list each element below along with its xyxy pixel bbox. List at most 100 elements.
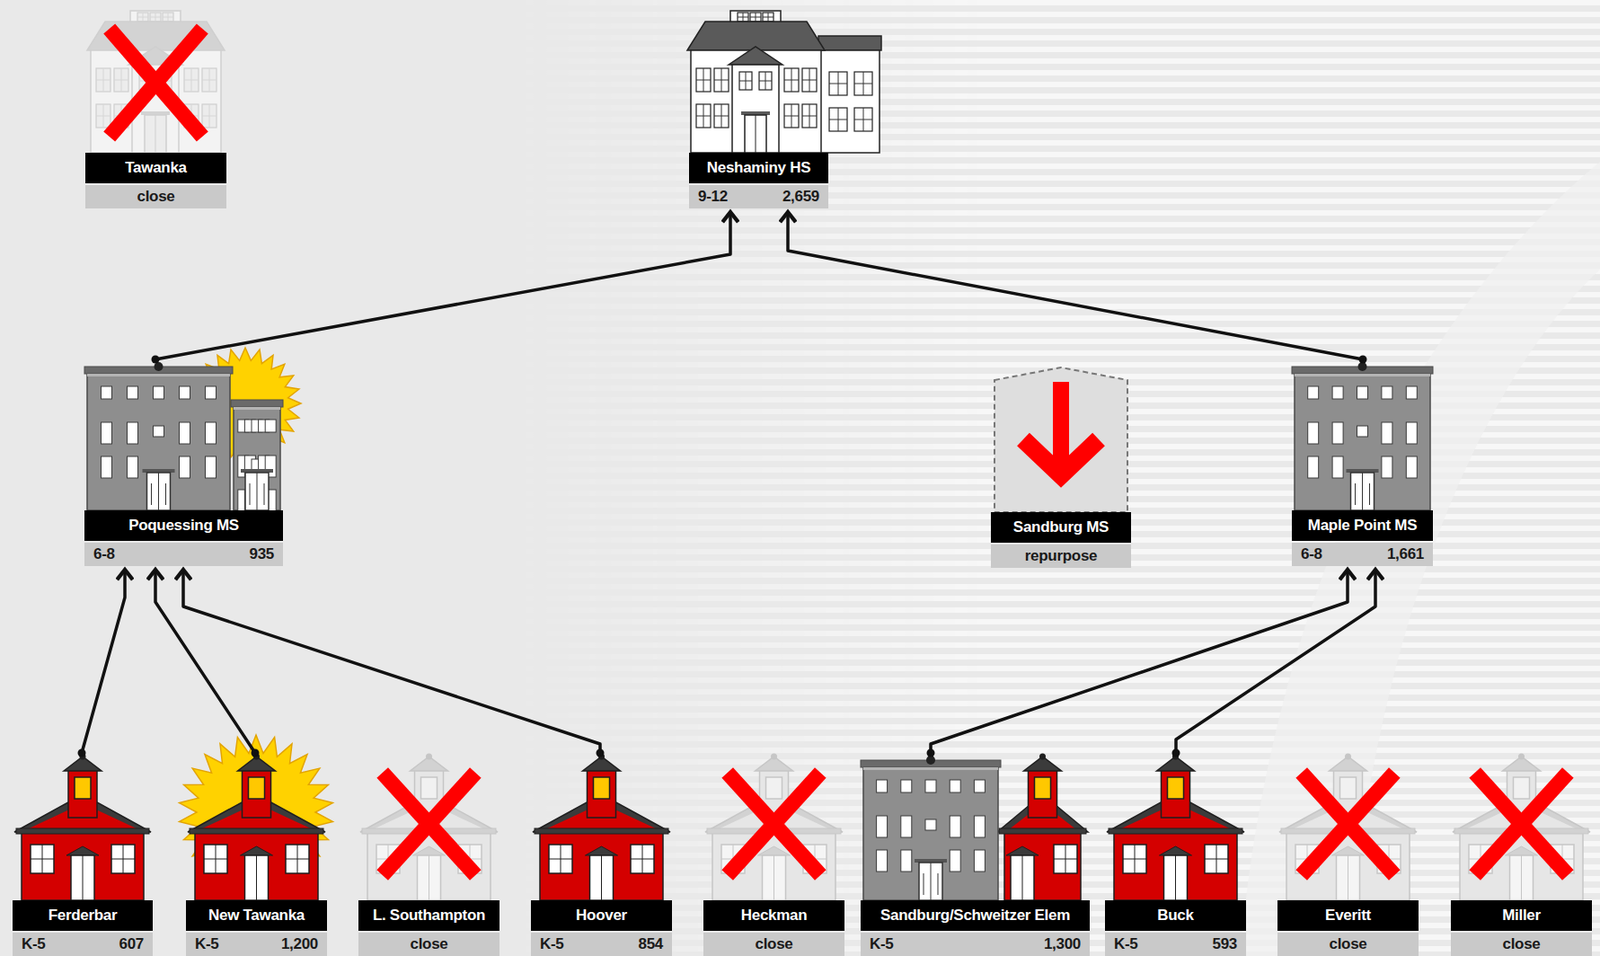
grade-or-status: close — [1502, 935, 1541, 954]
connector-arrow — [183, 569, 601, 753]
enrollment-number: 593 — [1212, 935, 1238, 954]
grade-or-status: 9-12 — [698, 187, 728, 206]
info-bar: K-5 1,200 — [185, 932, 328, 956]
connector-dot — [1359, 355, 1368, 364]
name-label: Poquessing MS — [84, 510, 283, 541]
grade-or-status: K-5 — [1113, 935, 1139, 954]
school-name: Neshaminy HS — [707, 159, 811, 177]
school-node: FerderbarK-5 607 — [12, 752, 153, 956]
info-bar: close — [1450, 932, 1592, 956]
info-bar: 6-8 935 — [84, 542, 283, 566]
enrollment-number: 607 — [119, 935, 144, 954]
school-node: BuckK-5 593 — [1104, 752, 1247, 956]
connector-arrow — [81, 569, 125, 753]
grade-or-status: close — [1329, 935, 1368, 954]
grade-or-status: 6-8 — [93, 545, 115, 564]
enrollment-number: 1,661 — [1387, 545, 1424, 564]
school-node: Neshaminy HS 9-12 2,659 — [689, 8, 829, 209]
building-illustration — [85, 8, 227, 153]
grade-or-status: close — [755, 935, 794, 954]
connector-arrow — [930, 569, 1348, 753]
stripe-band — [503, 0, 1600, 956]
school-node: Tawankaclose — [85, 8, 227, 209]
grade-or-status: K-5 — [194, 935, 220, 954]
building-illustration — [860, 752, 1090, 901]
name-label: Sandburg/Schweitzer Elem — [860, 900, 1090, 931]
info-bar: 6-8 1,661 — [1291, 542, 1433, 566]
info-bar: repurpose — [990, 544, 1132, 568]
building-illustration — [84, 359, 301, 511]
enrollment-number: 854 — [638, 935, 663, 954]
building-illustration — [990, 363, 1132, 513]
swoosh — [1239, 161, 1600, 956]
grade-or-status: repurpose — [1025, 547, 1097, 566]
enrollment-number: 2,659 — [782, 187, 820, 206]
building-illustration — [12, 752, 153, 901]
enrollment-number: 1,300 — [1043, 935, 1081, 954]
building-illustration — [685, 8, 884, 153]
building-illustration — [1450, 752, 1592, 901]
school-node: Miller close — [1450, 752, 1592, 956]
info-bar: close — [1277, 932, 1419, 956]
info-bar: K-5 593 — [1104, 932, 1247, 956]
building-illustration — [150, 752, 363, 901]
info-bar: 9-12 2,659 — [689, 185, 829, 209]
school-node: L. Southampton close — [358, 752, 500, 956]
info-bar: close — [358, 932, 500, 956]
connector-arrow — [155, 569, 256, 753]
building-illustration — [530, 752, 672, 901]
school-name: Heckman — [741, 906, 808, 925]
name-label: Heckman — [703, 900, 845, 931]
building-illustration — [1104, 752, 1247, 901]
name-label: Miller — [1450, 900, 1592, 931]
name-label: L. Southampton — [358, 900, 500, 931]
name-label: Maple Point MS — [1291, 510, 1433, 541]
school-name: Everitt — [1325, 906, 1371, 925]
school-node: HooverK-5 854 — [530, 752, 672, 956]
school-node: Poquessing MS 6-8 935 — [84, 359, 283, 566]
school-node: Heckman close — [703, 752, 845, 956]
school-name: New Tawanka — [208, 906, 305, 925]
connector-dot — [151, 355, 160, 364]
connector-dot — [251, 749, 260, 758]
school-node: Maple Point MS 6-8 1,661 — [1291, 359, 1433, 566]
name-label: Sandburg MS — [990, 512, 1132, 543]
enrollment-number: 1,200 — [281, 935, 319, 954]
grade-or-status: K-5 — [539, 935, 565, 954]
connector-dot — [596, 749, 605, 758]
info-bar: K-5 607 — [12, 932, 153, 956]
connector-dot — [1172, 749, 1181, 758]
connector-arrow — [1175, 569, 1376, 753]
grade-or-status: K-5 — [21, 935, 46, 954]
school-name: Maple Point MS — [1308, 516, 1417, 535]
name-label: Buck — [1104, 900, 1247, 931]
enrollment-number: 935 — [249, 545, 275, 564]
school-name: Hoover — [575, 906, 628, 925]
grade-or-status: close — [410, 935, 449, 954]
school-node: Sandburg MS repurpose — [990, 363, 1132, 568]
name-label: Ferderbar — [12, 900, 153, 931]
grade-or-status: 6-8 — [1300, 545, 1323, 564]
school-name: Buck — [1157, 906, 1194, 925]
school-node: Sandburg/Schweitzer ElemK-51,300 — [860, 752, 1090, 956]
building-illustration — [703, 752, 845, 901]
building-illustration — [1277, 752, 1419, 901]
building-illustration — [358, 752, 500, 901]
name-label: Neshaminy HS — [689, 152, 829, 184]
school-node: Everitt close — [1277, 752, 1419, 956]
info-bar: close — [703, 932, 845, 956]
connector-arrow — [155, 212, 731, 360]
school-name: Sandburg MS — [1013, 518, 1109, 537]
connector-arrow — [787, 212, 1363, 360]
school-node: New TawankaK-5 1,200 — [185, 752, 328, 956]
name-label: Tawanka — [85, 152, 227, 184]
name-label: Hoover — [530, 900, 672, 931]
name-label: Everitt — [1277, 900, 1419, 931]
building-illustration — [1291, 359, 1433, 511]
connector-dot — [78, 749, 87, 758]
school-name: Poquessing MS — [128, 516, 239, 535]
connector-dot — [927, 749, 936, 758]
school-name: L. Southampton — [372, 906, 486, 925]
